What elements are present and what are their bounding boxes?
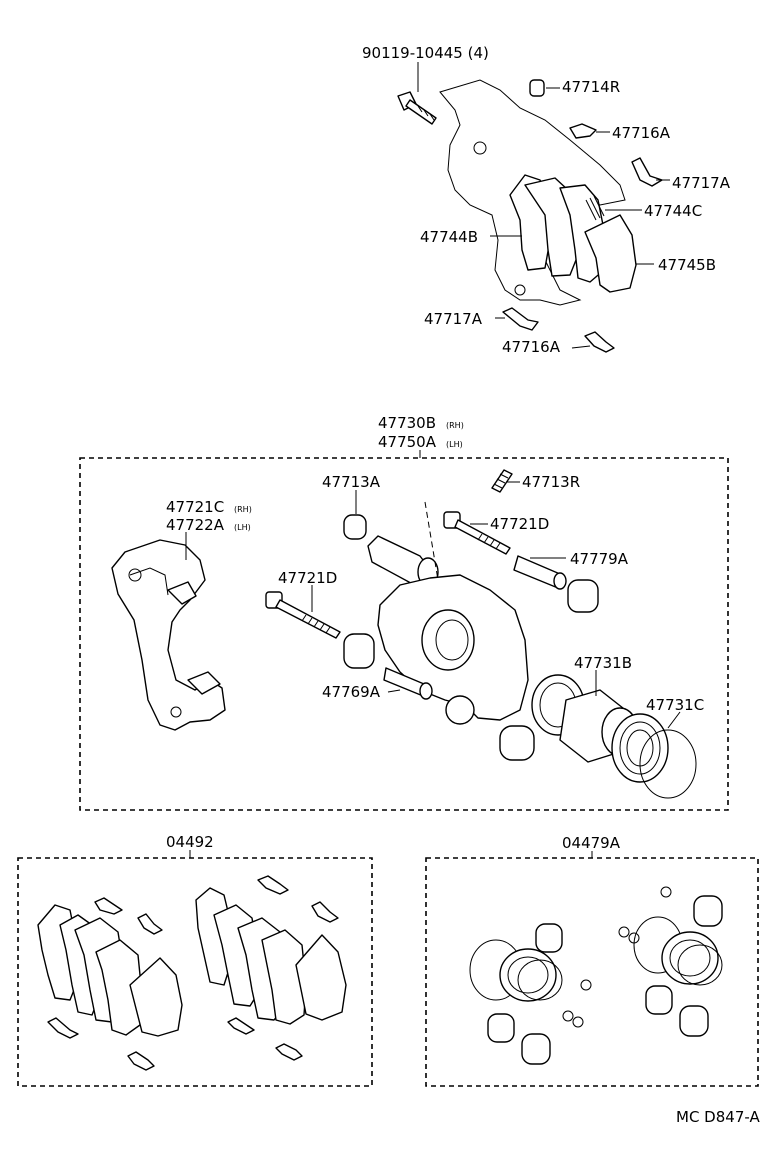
top-pad-assembly bbox=[397, 62, 670, 353]
shim-47744C bbox=[559, 184, 606, 283]
pad-kit-parts bbox=[37, 875, 347, 1071]
label-bolt: 90119-10445 (4) bbox=[362, 44, 489, 62]
boot-left bbox=[343, 633, 375, 669]
label-caliper-rh: 47730B bbox=[378, 414, 436, 432]
label-mount-lh: 47722A bbox=[166, 516, 225, 534]
cap-47714R bbox=[529, 79, 545, 97]
label-caliper-rh-suffix: (RH) bbox=[446, 421, 464, 430]
label-clip-top-b: 47717A bbox=[672, 174, 731, 192]
caliper-assembly-box bbox=[79, 457, 729, 811]
bleeder-47713R bbox=[491, 469, 513, 493]
pin-bolt-47721D-right bbox=[443, 511, 511, 555]
label-caliper-lh-suffix: (LH) bbox=[446, 440, 463, 449]
bolt-90119-10445 bbox=[397, 91, 437, 125]
label-shim-c: 47744C bbox=[644, 202, 702, 220]
label-mount-rh-suffix: (RH) bbox=[234, 505, 252, 514]
pad-kit-box bbox=[17, 857, 373, 1087]
label-caliper-lh: 47750A bbox=[378, 433, 437, 451]
label-pin-bolt-left: 47721D bbox=[278, 569, 337, 587]
boot-right bbox=[567, 579, 599, 613]
label-shim-b: 47744B bbox=[420, 228, 478, 246]
drawing-code: MC D847-A bbox=[676, 1108, 760, 1126]
label-mount-lh-suffix: (LH) bbox=[234, 523, 251, 532]
label-seal-kit: 04479A bbox=[562, 834, 621, 852]
piston-boot-47731C bbox=[611, 713, 697, 799]
clip-47716A-low bbox=[584, 331, 615, 353]
label-piston-seal: 47731B bbox=[574, 654, 632, 672]
label-pin-right: 47779A bbox=[570, 550, 629, 568]
caliper-assembly-parts bbox=[111, 469, 697, 799]
caliper-hole bbox=[473, 141, 487, 155]
label-clip-low-a: 47716A bbox=[502, 338, 561, 356]
seal-kit-parts bbox=[469, 886, 723, 1065]
label-clip-low-b: 47717A bbox=[424, 310, 483, 328]
label-piston-boot: 47731C bbox=[646, 696, 704, 714]
label-clip-top-a: 47716A bbox=[612, 124, 671, 142]
label-shim-outer: 47745B bbox=[658, 256, 716, 274]
boot-lower bbox=[499, 725, 535, 761]
shim-47745B bbox=[584, 214, 637, 293]
pin-47769A bbox=[383, 667, 433, 700]
label-mount-rh: 47721C bbox=[166, 498, 224, 516]
seal-kit-box bbox=[425, 857, 759, 1087]
mounting-bracket-47721C bbox=[111, 539, 226, 731]
label-boot-a: 47713A bbox=[322, 473, 381, 491]
boot-47713A bbox=[343, 514, 367, 540]
caliper-outline bbox=[439, 79, 626, 306]
pin-47779A bbox=[513, 555, 567, 590]
label-pin-bolt-right: 47721D bbox=[490, 515, 549, 533]
label-bleeder: 47713R bbox=[522, 473, 580, 491]
pin-bolt-47721D-left bbox=[265, 591, 341, 639]
label-pin-lower: 47769A bbox=[322, 683, 381, 701]
caliper-hole bbox=[514, 284, 526, 296]
clip-47716A-top bbox=[569, 123, 597, 139]
caliper-body bbox=[377, 501, 529, 725]
label-cap-top: 47714R bbox=[562, 78, 620, 96]
label-pad-kit: 04492 bbox=[166, 833, 214, 851]
clip-47717A-top bbox=[631, 157, 663, 187]
clip-47717A-low bbox=[502, 307, 539, 331]
